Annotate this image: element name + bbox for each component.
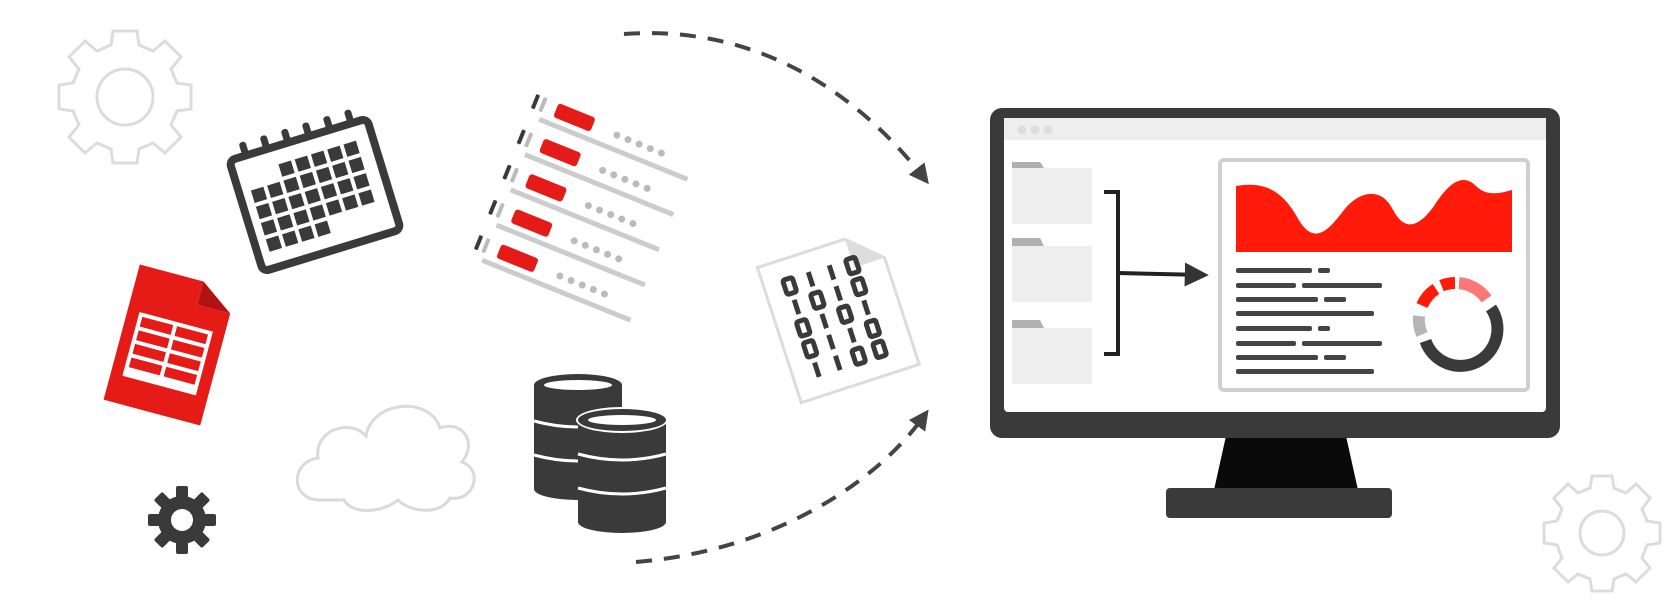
calendar-icon (226, 109, 404, 275)
wave-chart-icon (1236, 179, 1512, 252)
folder-icon (1012, 162, 1092, 224)
list-document-icon (474, 94, 689, 323)
binary-file-icon (755, 237, 922, 405)
monitor-icon (990, 108, 1560, 518)
flow-arrow (623, 31, 929, 185)
donut-chart-icon (1412, 277, 1504, 372)
gear-outline-icon (1542, 474, 1662, 593)
database-icon (533, 374, 668, 533)
flow-arrow (635, 409, 929, 564)
spreadsheet-file-icon (103, 264, 231, 426)
cloud-icon (295, 404, 476, 512)
gear-outline-icon (57, 29, 193, 165)
folder-icon (1012, 320, 1092, 384)
small-gear-icon (148, 486, 216, 554)
folder-icon (1012, 238, 1092, 302)
